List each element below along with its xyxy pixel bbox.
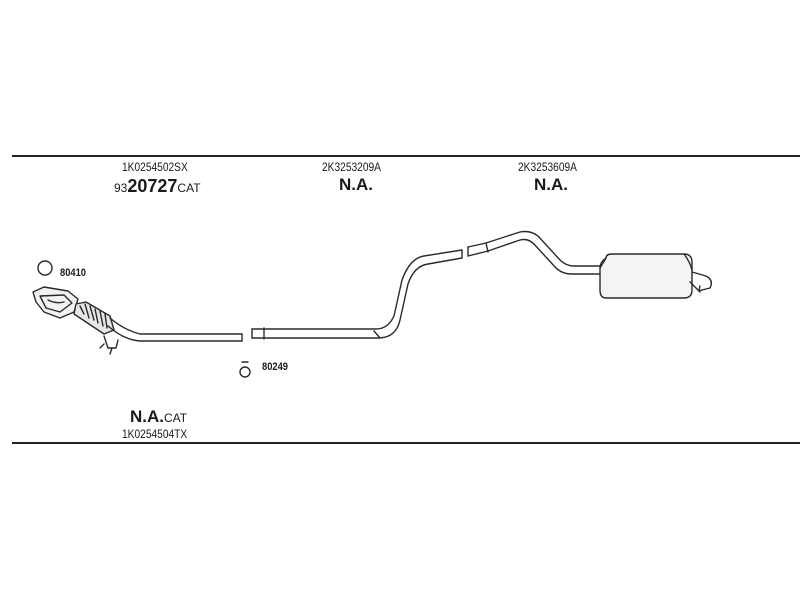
clamp-ring — [239, 366, 251, 378]
gasket-ring — [37, 260, 53, 276]
hanger-bracket — [99, 335, 119, 355]
rear-silencer — [599, 253, 713, 299]
middle-part-code: N.A. — [339, 175, 373, 194]
front-part-number: 1K0254502SX — [122, 160, 188, 174]
rear-part-number: 2K3253609A — [518, 160, 577, 174]
rear-part-code: N.A. — [534, 175, 568, 194]
front-part-code: 9320727CAT — [114, 177, 201, 196]
bottom-code-suffix: CAT — [164, 411, 188, 425]
flex-joint — [73, 301, 115, 335]
top-divider — [12, 155, 800, 157]
front-code-main: 20727 — [127, 176, 178, 196]
front-code-prefix: 93 — [114, 181, 128, 195]
rear-pipe — [467, 230, 607, 275]
bottom-part-code: N.A.CAT — [130, 408, 187, 426]
clamp-ref: 80249 — [262, 361, 289, 373]
middle-pipe — [251, 249, 463, 340]
bottom-code-main: N.A. — [130, 407, 164, 426]
catalytic-converter — [32, 286, 79, 319]
gasket-ref: 80410 — [60, 267, 87, 279]
front-code-suffix: CAT — [177, 181, 201, 195]
bottom-divider — [12, 442, 800, 444]
front-pipe — [107, 317, 243, 342]
bottom-part-number: 1K0254504TX — [122, 427, 188, 441]
middle-part-number: 2K3253209A — [322, 160, 381, 174]
